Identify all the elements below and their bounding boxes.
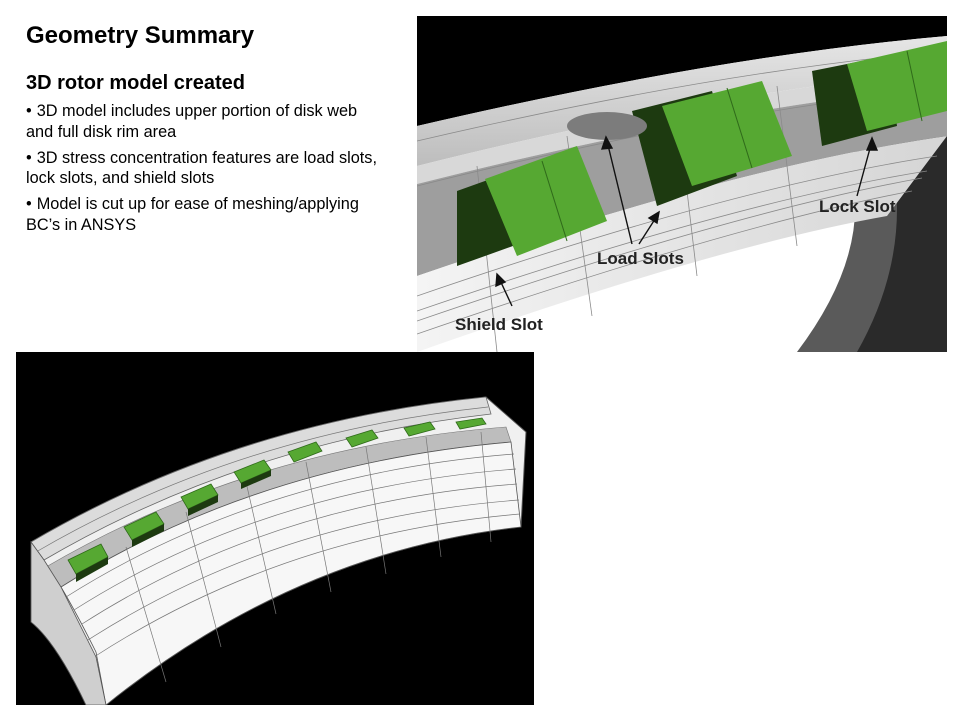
model-mesh-lines	[35, 406, 521, 683]
bullet-icon: •	[26, 195, 32, 214]
slide-subtitle: 3D rotor model created	[26, 72, 245, 94]
bullet-text: 3D stress concentration features are loa…	[26, 148, 377, 188]
rotor-closeup-illustration: Lock Slot Load Slots Shield Slot	[417, 16, 947, 352]
lock-slot-label: Lock Slot	[819, 197, 896, 216]
rotor-model-figure	[16, 352, 534, 705]
slot-blocks	[457, 41, 947, 266]
shield-slot-label: Shield Slot	[455, 315, 543, 334]
rotor-closeup-figure: Lock Slot Load Slots Shield Slot	[417, 16, 947, 352]
model-slot-blocks	[67, 417, 487, 575]
bullet-item: •3D model includes upper portion of disk…	[26, 101, 381, 143]
bullet-icon: •	[26, 102, 32, 120]
bullet-text: 3D model includes upper portion of disk …	[26, 102, 358, 141]
bullet-icon: •	[26, 148, 32, 167]
bullet-item: •Model is cut up for ease of meshing/app…	[26, 194, 381, 236]
bullet-list: •3D model includes upper portion of disk…	[26, 101, 381, 241]
rotor-model-illustration	[16, 352, 534, 705]
callout-arrows	[495, 135, 879, 307]
bullet-item: •3D stress concentration features are lo…	[26, 148, 381, 190]
model-slot-shadows	[76, 470, 271, 582]
load-slots-label: Load Slots	[597, 249, 684, 268]
slide-title: Geometry Summary	[26, 22, 255, 49]
bullet-text: Model is cut up for ease of meshing/appl…	[26, 195, 359, 234]
